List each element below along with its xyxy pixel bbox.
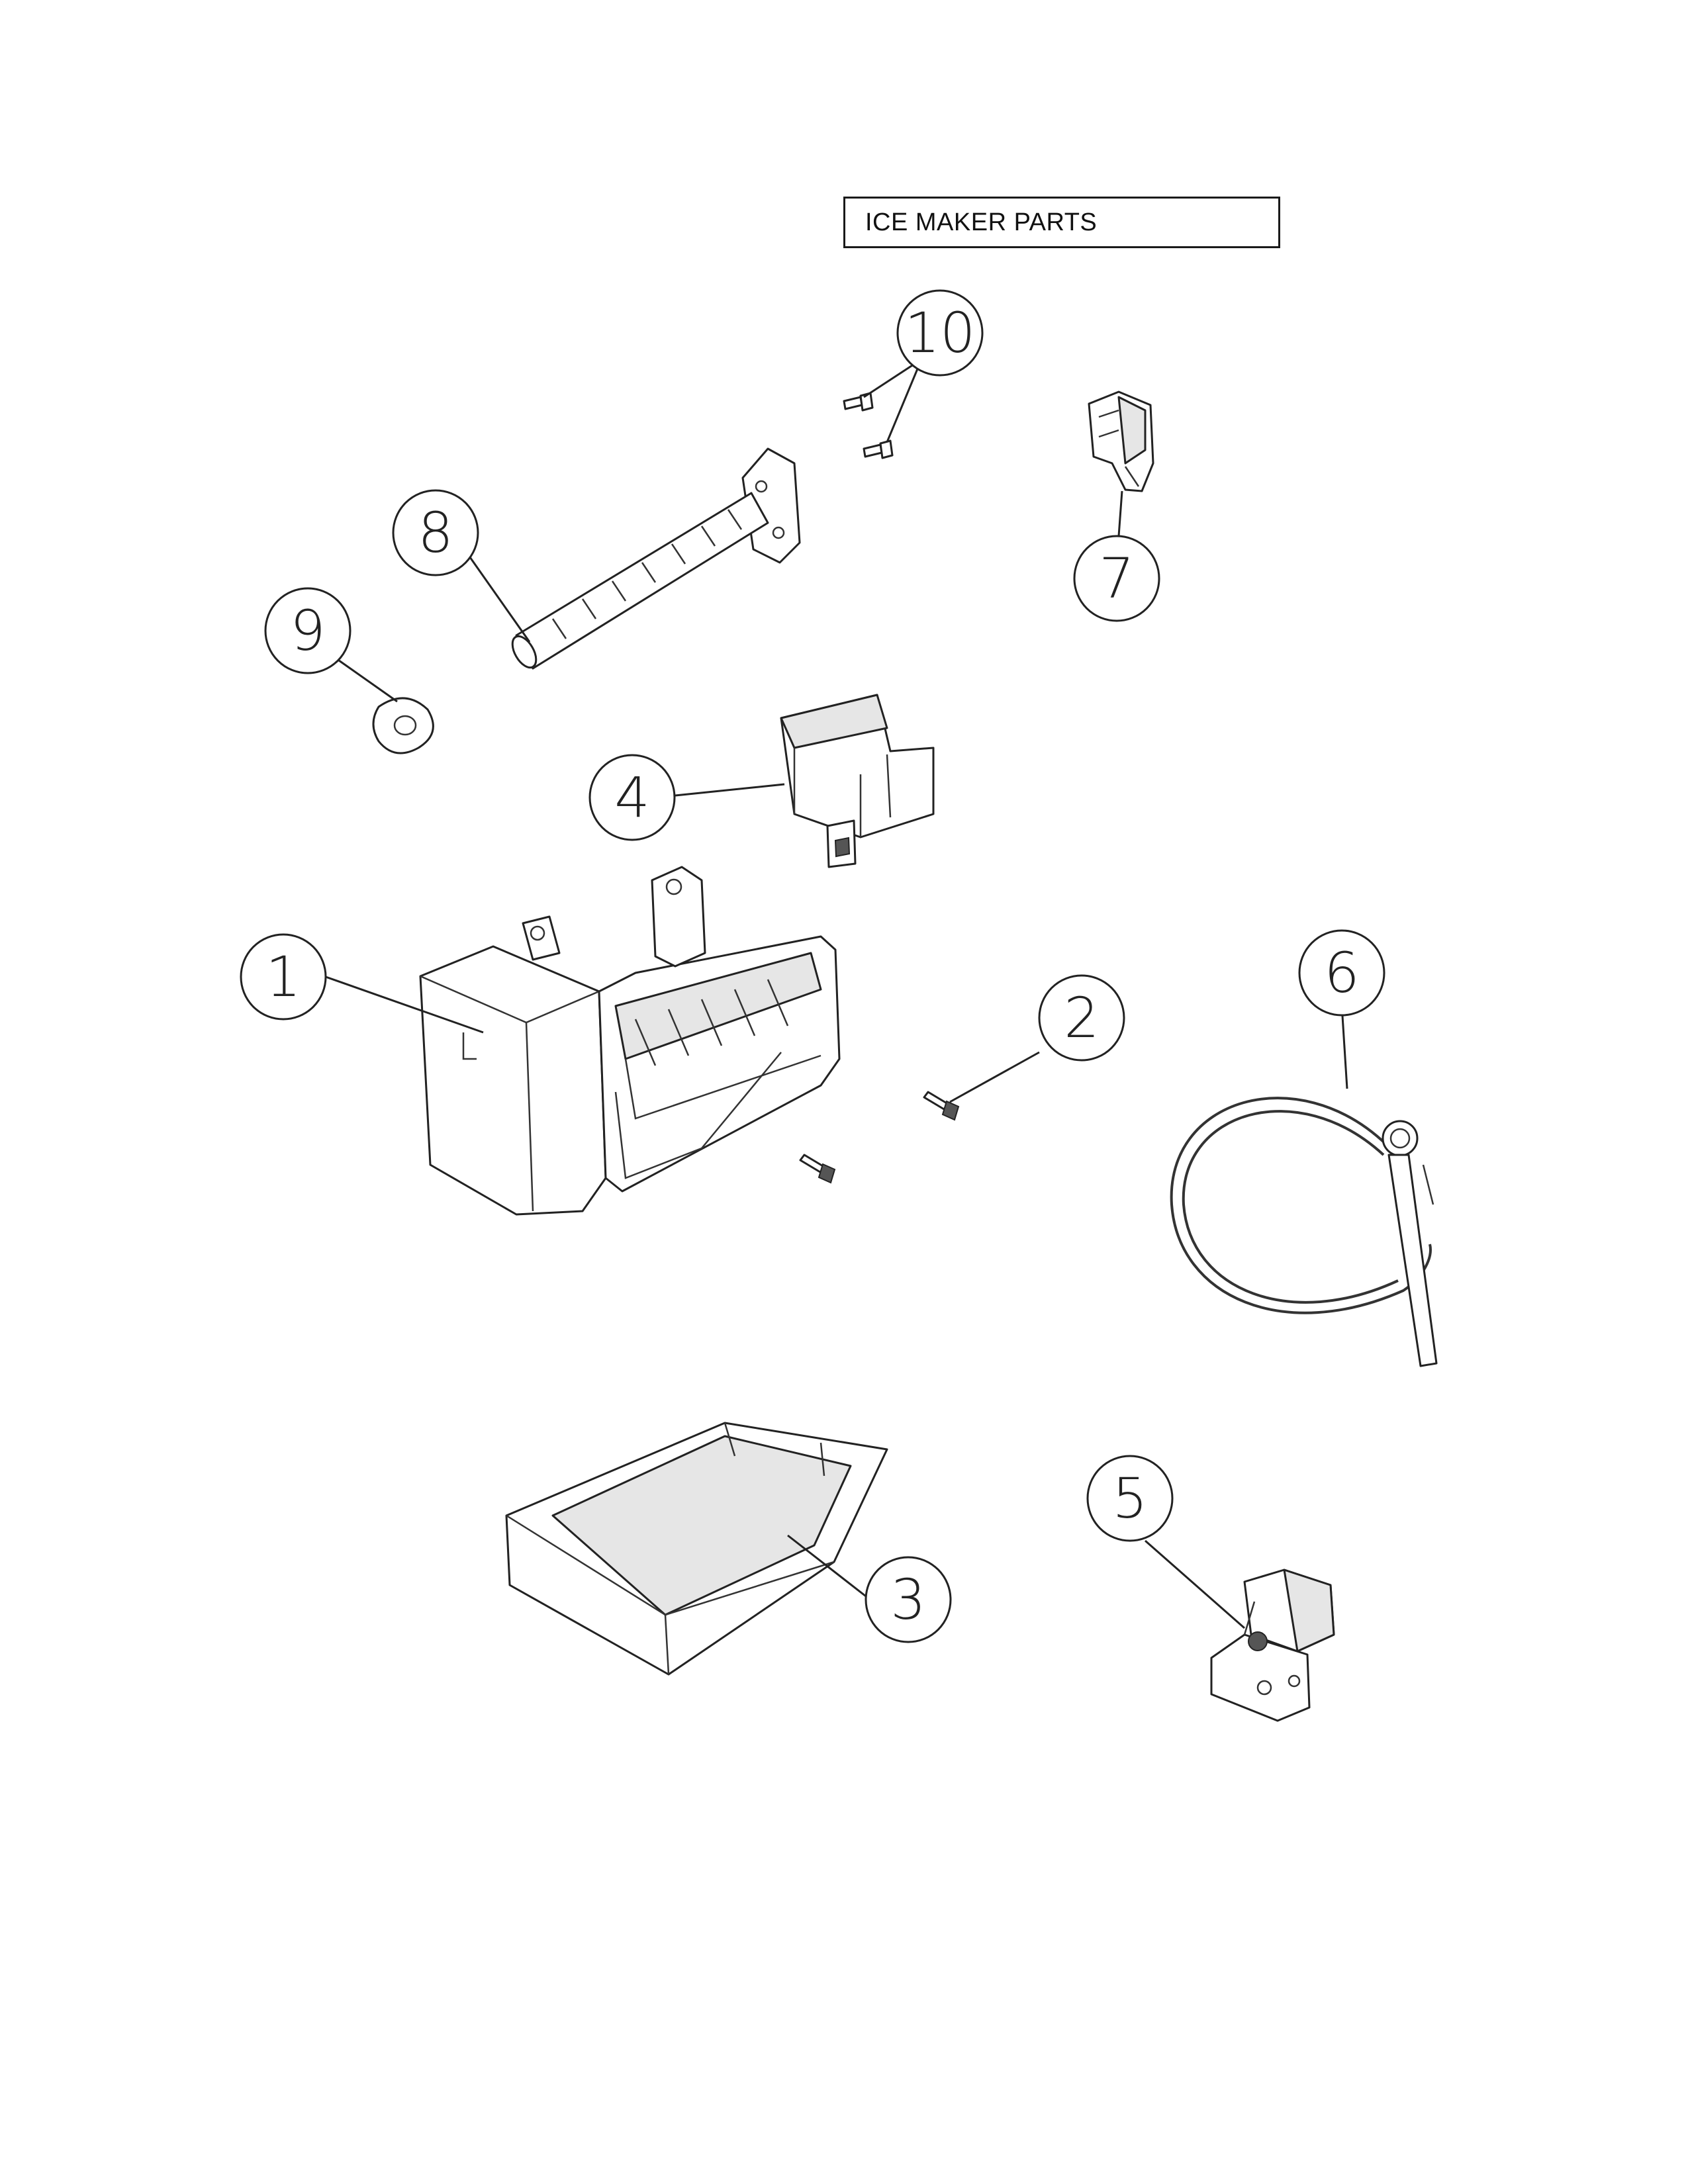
callout-6-label: 6 [1324, 940, 1359, 1005]
leader-5 [1145, 1539, 1245, 1629]
diagram-title-box: ICE MAKER PARTS [843, 197, 1280, 248]
part-1-ice-maker-assembly [419, 866, 841, 1216]
callout-1: 1 [240, 933, 327, 1021]
callout-10: 10 [896, 289, 984, 377]
callout-1-label: 1 [265, 944, 301, 1009]
leader-9 [334, 656, 398, 703]
part-8-ejector-shaft [511, 447, 801, 670]
leader-4 [675, 783, 785, 797]
callout-4: 4 [588, 754, 676, 841]
callout-7-label: 7 [1099, 546, 1134, 611]
leader-6 [1341, 1015, 1348, 1089]
callout-9: 9 [264, 587, 352, 674]
part-10-screws [843, 392, 894, 459]
part-4-fill-cup [780, 694, 935, 868]
callout-8-label: 8 [418, 500, 453, 565]
callout-7: 7 [1073, 535, 1160, 622]
diagram-title: ICE MAKER PARTS [865, 208, 1098, 236]
callout-9-label: 9 [290, 598, 325, 663]
callout-10-label: 10 [905, 300, 976, 365]
part-2-screws [799, 1091, 960, 1184]
leader-10b [886, 359, 923, 443]
leader-7 [1117, 490, 1123, 537]
callout-5-label: 5 [1112, 1466, 1147, 1531]
callout-2-label: 2 [1064, 985, 1099, 1050]
part-9-washer [372, 697, 434, 754]
callout-3-label: 3 [890, 1567, 925, 1632]
part-3-ice-bin [505, 1422, 888, 1676]
leader-3 [787, 1534, 869, 1600]
callout-8: 8 [392, 489, 479, 576]
leader-2 [949, 1051, 1040, 1103]
callout-2: 2 [1038, 974, 1125, 1062]
part-6-fill-tube [1170, 1097, 1438, 1367]
callout-5: 5 [1086, 1455, 1174, 1542]
callout-3: 3 [865, 1556, 952, 1643]
callout-6: 6 [1298, 929, 1385, 1017]
part-7-bracket [1088, 390, 1154, 492]
leader-8 [469, 557, 531, 643]
part-5-water-valve [1210, 1569, 1335, 1722]
callout-4-label: 4 [614, 765, 649, 830]
leader-1 [325, 976, 484, 1034]
leader-lines [325, 358, 1348, 1629]
